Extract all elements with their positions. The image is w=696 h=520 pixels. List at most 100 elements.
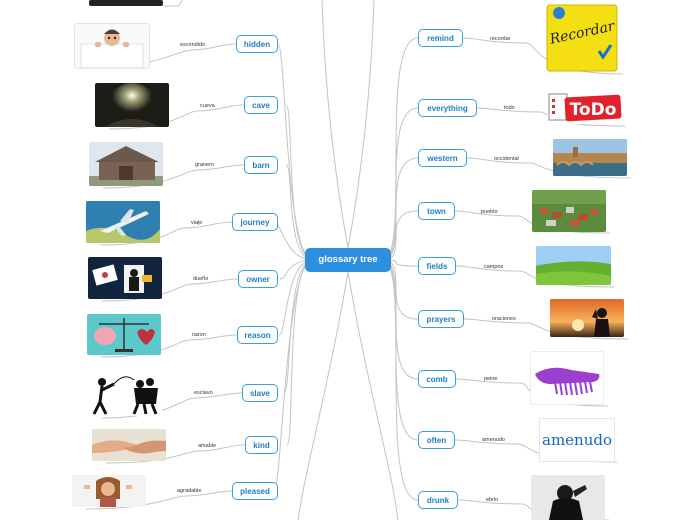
link-root-left-6 xyxy=(283,259,314,394)
link-root-right-1 xyxy=(382,107,419,261)
node-owner[interactable]: owner xyxy=(238,270,278,288)
link-node-translation-right-7 xyxy=(454,439,519,445)
translation-journey: viaje xyxy=(191,220,203,226)
node-often[interactable]: often xyxy=(418,431,455,449)
airplane-travel-photo xyxy=(86,201,160,243)
link-node-translation-right-0 xyxy=(462,37,527,44)
node-remind[interactable]: remind xyxy=(418,29,463,47)
link-translation-image-left-5 xyxy=(100,339,191,358)
translation-cave: cueva xyxy=(200,103,215,109)
link-root-left-2 xyxy=(285,164,314,261)
node-journey[interactable]: journey xyxy=(232,213,278,231)
link-node-translation-left-5 xyxy=(189,334,238,341)
node-slave[interactable]: slave xyxy=(242,384,278,402)
translation-barn: granero xyxy=(195,162,214,168)
node-pleased[interactable]: pleased xyxy=(232,482,278,500)
western-town-photo xyxy=(553,139,627,176)
owner-illustration xyxy=(88,257,162,299)
translation-comb: peine xyxy=(484,376,498,382)
brain-heart-scale-illustration xyxy=(87,314,161,355)
translation-kind: amable xyxy=(198,443,217,449)
purple-comb-image xyxy=(530,351,604,405)
link-root-right-6 xyxy=(382,259,419,380)
link-root-left-0 xyxy=(277,43,314,261)
link-node-translation-left-1 xyxy=(197,104,245,112)
wooden-barn-photo xyxy=(89,142,163,186)
translation-pleased: agradable xyxy=(177,488,202,494)
smiling-woman-photo xyxy=(72,475,146,507)
link-root-left-1 xyxy=(285,104,314,261)
translation-western: occidental xyxy=(494,156,519,162)
link-node-translation-right-3 xyxy=(454,210,519,217)
praying-sunset-photo xyxy=(550,299,624,337)
node-everything[interactable]: everything xyxy=(418,99,477,117)
link-translation-image-left-8 xyxy=(85,495,187,510)
link-node-translation-left-6 xyxy=(194,392,243,399)
link-node-translation-right-2 xyxy=(466,157,531,164)
translation-owner: dueño xyxy=(193,276,209,282)
link-root-right-0 xyxy=(382,37,419,261)
link-root-offscreen-bottom-right xyxy=(347,271,399,520)
root-node[interactable]: glossary tree xyxy=(305,248,391,272)
link-root-right-8 xyxy=(382,259,419,501)
node-western[interactable]: western xyxy=(418,149,467,167)
link-root-right-7 xyxy=(382,259,419,441)
link-translation-image-left-4 xyxy=(101,283,193,302)
translation-prayers: oraciones xyxy=(492,316,516,322)
green-field-photo xyxy=(536,246,611,285)
link-root-right-2 xyxy=(382,157,419,261)
translation-reason: razon xyxy=(192,332,206,338)
person-peeking-over-sign-photo xyxy=(75,24,149,68)
link-node-translation-right-5 xyxy=(463,318,529,324)
link-translation-image-right-5 xyxy=(527,322,629,340)
link-node-translation-right-6 xyxy=(455,378,521,384)
link-root-offscreen-top-right xyxy=(347,0,375,249)
node-reason[interactable]: reason xyxy=(237,326,278,344)
village-photo xyxy=(532,190,606,232)
link-translation-image-right-0 xyxy=(525,42,624,75)
translation-hidden: escondido xyxy=(180,42,206,48)
link-root-offscreen-top-left xyxy=(321,0,349,249)
link-translation-image-left-1 xyxy=(108,110,199,130)
translation-slave: esclavo xyxy=(194,390,213,396)
todo-list-image: ToDo xyxy=(547,90,623,124)
node-comb[interactable]: comb xyxy=(418,370,456,388)
translation-often: amenudo xyxy=(482,437,505,443)
link-node-translation-left-3 xyxy=(184,221,233,229)
slave-silhouette-illustration xyxy=(88,370,162,416)
sticky-note-image: Recordar xyxy=(545,1,619,73)
link-translation-image-right-2 xyxy=(529,162,632,179)
node-kind[interactable]: kind xyxy=(245,436,278,454)
todo-text: ToDo xyxy=(570,100,617,120)
link-translation-image-left-7 xyxy=(105,450,200,464)
link-node-translation-right-8 xyxy=(457,499,523,505)
drunk-man-photo xyxy=(531,475,605,520)
translation-fields: campos xyxy=(484,264,504,270)
link-node-translation-left-4 xyxy=(191,278,239,285)
link-translation-image-left-6 xyxy=(101,397,196,419)
link-translation-image-left-2 xyxy=(102,169,199,189)
link-node-translation-right-4 xyxy=(455,265,521,272)
link-node-translation-left-2 xyxy=(197,164,245,171)
node-town[interactable]: town xyxy=(418,202,455,220)
holding-hands-photo xyxy=(92,429,166,461)
node-prayers[interactable]: prayers xyxy=(418,310,464,328)
node-barn[interactable]: barn xyxy=(244,156,278,174)
link-node-translation-right-1 xyxy=(476,107,541,113)
translation-drunk: ebrio xyxy=(486,497,499,503)
cropped-top-image xyxy=(89,0,163,6)
node-hidden[interactable]: hidden xyxy=(236,35,278,53)
node-fields[interactable]: fields xyxy=(418,257,456,275)
translation-everything: todo xyxy=(504,105,515,111)
link-top-image xyxy=(163,0,183,7)
link-node-translation-left-7 xyxy=(198,444,246,452)
link-root-left-8 xyxy=(273,259,314,492)
node-drunk[interactable]: drunk xyxy=(418,491,458,509)
node-cave[interactable]: cave xyxy=(244,96,278,114)
link-root-offscreen-bottom-left xyxy=(297,271,349,520)
translation-remind: recordar xyxy=(490,36,511,42)
often-word-image: amenudo xyxy=(539,418,615,462)
link-node-translation-left-0 xyxy=(191,43,237,51)
link-node-translation-left-8 xyxy=(185,490,233,497)
